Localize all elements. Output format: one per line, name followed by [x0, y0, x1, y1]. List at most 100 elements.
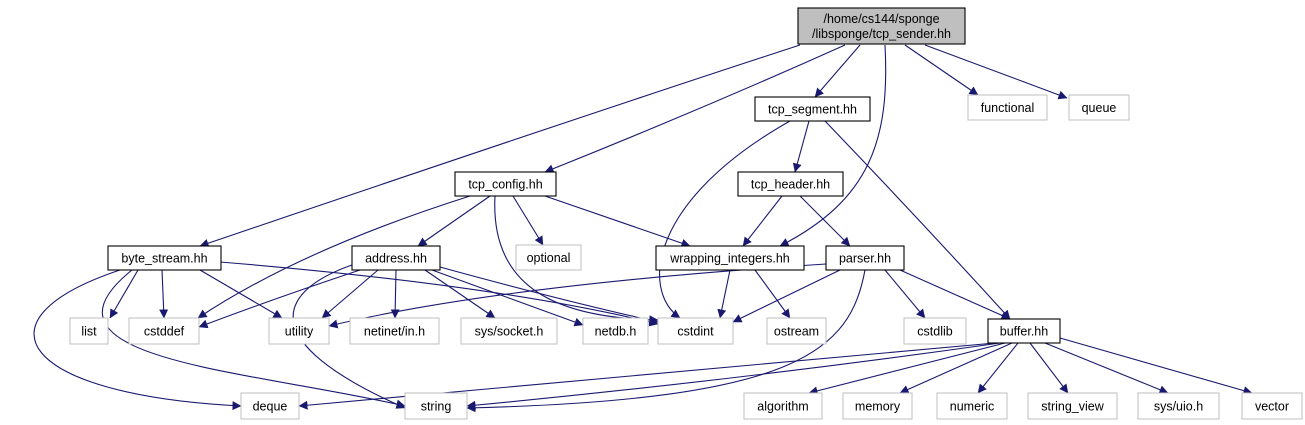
node-cstdlib: cstdlib [903, 317, 967, 345]
node-buffer[interactable]: buffer.hh [987, 318, 1061, 344]
node-box [842, 392, 913, 420]
node-box [582, 317, 649, 345]
edge-address-to-syssocket [424, 269, 496, 319]
node-tcp_header[interactable]: tcp_header.hh [737, 171, 844, 197]
node-parser[interactable]: parser.hh [825, 245, 905, 271]
node-label: sys/uio.h [1154, 400, 1203, 414]
node-utility: utility [268, 317, 330, 345]
node-functional: functional [967, 94, 1048, 121]
node-label: memory [855, 400, 901, 414]
node-label: buffer.hh [1000, 325, 1048, 339]
edge-tcp_segment-to-cstdint [659, 120, 791, 319]
edge-buffer-to-sysuio [1044, 342, 1169, 394]
node-cstdint: cstdint [657, 317, 734, 345]
node-label: cstdint [677, 325, 714, 339]
nodes-layer: /home/cs144/sponge/libsponge/tcp_sender.… [69, 7, 1303, 420]
node-label: vector [1255, 400, 1289, 414]
edge-byte_stream-to-cstdint [219, 261, 659, 327]
edge-byte_stream-to-string [102, 269, 406, 409]
node-wrapping_integers[interactable]: wrapping_integers.hh [655, 245, 805, 271]
node-sysuio: sys/uio.h [1137, 392, 1220, 420]
node-label: tcp_header.hh [751, 178, 830, 192]
edge-buffer-to-algorithm [808, 342, 1006, 396]
edge-byte_stream-to-cstddef [159, 269, 169, 319]
edge-root-to-tcp_segment [814, 44, 861, 98]
edge-parser-to-utility [328, 263, 827, 329]
node-box [1241, 392, 1303, 420]
node-vector: vector [1241, 392, 1303, 420]
node-numeric: numeric [936, 392, 1008, 420]
edge-byte_stream-to-deque [33, 269, 242, 411]
node-label: string_view [1041, 400, 1104, 414]
node-label: sys/socket.h [475, 325, 544, 339]
node-box [128, 317, 200, 345]
node-label: netinet/in.h [364, 325, 425, 339]
node-box [1068, 94, 1130, 121]
node-tcp_segment[interactable]: tcp_segment.hh [754, 96, 871, 122]
edge-wrapping_integers-to-cstdint [717, 269, 731, 319]
edge-buffer-to-memory [899, 342, 1013, 394]
edge-parser-to-cstdlib [884, 269, 926, 319]
node-byte_stream[interactable]: byte_stream.hh [107, 245, 222, 271]
node-algorithm: algorithm [743, 392, 823, 420]
node-box [743, 392, 823, 420]
node-box [987, 318, 1061, 344]
edge-address-to-cstdint [439, 266, 659, 325]
node-tcp_config[interactable]: tcp_config.hh [454, 171, 557, 197]
edge-root-to-wrapping_integers [779, 44, 887, 247]
node-box [69, 317, 109, 345]
node-cstddef: cstddef [128, 317, 200, 345]
node-box [454, 171, 557, 197]
node-string_view: string_view [1027, 392, 1118, 420]
edge-buffer-to-deque [298, 342, 996, 410]
edge-buffer-to-numeric [977, 342, 1019, 394]
edge-tcp_config-to-optional [512, 195, 544, 246]
node-box [967, 94, 1048, 121]
node-label: optional [527, 251, 571, 265]
node-box [349, 317, 440, 345]
edge-tcp_header-to-parser [799, 195, 851, 247]
node-label: functional [981, 101, 1035, 115]
node-box [240, 392, 300, 420]
node-box [1027, 392, 1118, 420]
node-ostream: ostream [766, 317, 827, 345]
edge-address-to-netinet [390, 269, 400, 319]
node-root[interactable]: /home/cs144/sponge/libsponge/tcp_sender.… [797, 7, 966, 45]
node-box [737, 171, 844, 197]
node-label: /home/cs144/sponge [823, 12, 939, 26]
edge-tcp_config-to-address [417, 195, 491, 247]
node-label: tcp_segment.hh [768, 103, 857, 117]
node-label: queue [1082, 101, 1117, 115]
node-list: list [69, 317, 109, 345]
node-optional: optional [515, 244, 582, 271]
node-label: list [81, 325, 97, 339]
node-address[interactable]: address.hh [351, 245, 441, 271]
edge-address-to-utility [321, 269, 379, 319]
edge-wrapping_integers-to-ostream [754, 269, 791, 319]
node-box [1137, 392, 1220, 420]
node-label: deque [253, 400, 288, 414]
node-box [657, 317, 734, 345]
node-box [351, 245, 441, 271]
node-label: tcp_config.hh [468, 178, 542, 192]
edge-parser-to-cstdint [732, 269, 841, 323]
edge-root-to-tcp_config [544, 44, 846, 174]
node-box [107, 245, 222, 271]
edge-parser-to-string [466, 269, 866, 413]
node-label: wrapping_integers.hh [669, 252, 790, 266]
node-label: cstddef [144, 325, 185, 339]
edge-buffer-to-vector [1059, 337, 1253, 395]
edge-buffer-to-string_view [1029, 342, 1069, 394]
node-box [515, 244, 582, 271]
edge-root-to-queue [924, 44, 1068, 100]
node-netinet: netinet/in.h [349, 317, 440, 345]
node-label: numeric [950, 400, 994, 414]
node-label: utility [285, 325, 314, 339]
edge-tcp_config-to-wrapping_integers [544, 195, 691, 248]
node-box [797, 7, 966, 45]
edge-byte_stream-to-utility [199, 269, 283, 319]
node-label: algorithm [757, 400, 808, 414]
node-box [460, 317, 558, 345]
node-label: parser.hh [839, 252, 891, 266]
